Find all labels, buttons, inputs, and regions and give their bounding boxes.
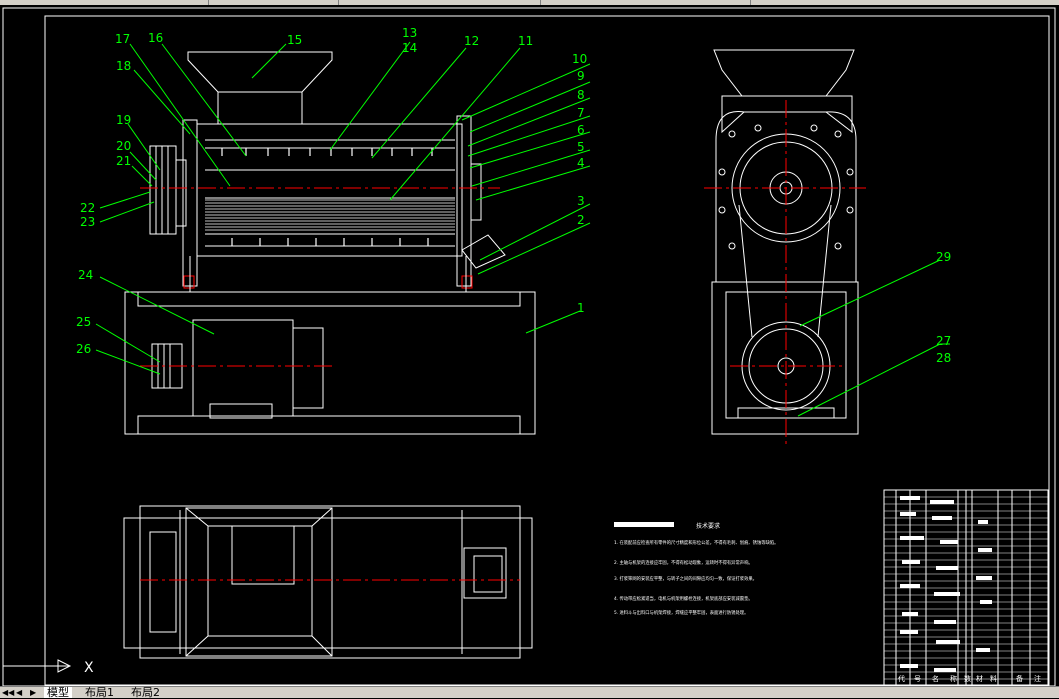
bom-cell-text	[976, 648, 990, 652]
tech-title: 技术要求	[696, 522, 720, 530]
callout-19: 19	[116, 113, 131, 127]
callout-17: 17	[115, 32, 130, 46]
strip-divider	[540, 0, 541, 5]
bom-cell-text	[900, 512, 916, 516]
bom-header-qty: 数	[964, 674, 971, 683]
callout-14: 14	[402, 41, 417, 55]
bom-header-remark-b: 注	[1034, 674, 1041, 683]
tab-layout2[interactable]: 布局2	[131, 686, 160, 699]
callout-20: 20	[116, 139, 131, 153]
callout-16: 16	[148, 31, 163, 45]
tech-line-5: 5. 进料斗与出料口与机架焊接，焊缝应平整牢固，表面进行防锈处理。	[614, 609, 748, 616]
bom-cell-text	[936, 566, 958, 570]
tech-line-4: 4. 传动带应松紧适当，电机与机架用螺栓连接，机架底部应安装减震垫。	[614, 595, 753, 602]
side-view	[711, 49, 859, 435]
technical-requirements: 技术要求 1. 在装配前应检查所有零件的尺寸精度和形位公差，不得有毛刺、划痕、锈…	[614, 522, 778, 616]
callout-10: 10	[572, 52, 587, 66]
callout-5: 5	[577, 140, 585, 154]
bom-cell-text	[940, 540, 958, 544]
front-view	[149, 51, 506, 292]
prev-tab-arrow[interactable]: ◀	[16, 688, 23, 697]
callout-21: 21	[116, 154, 131, 168]
ucs-icon: X	[3, 659, 94, 676]
outer-border	[2, 7, 1056, 686]
callout-2: 2	[577, 213, 585, 227]
callout-28: 28	[936, 351, 951, 365]
bom-cell-text	[902, 560, 920, 564]
bom-header-name-a: 名	[932, 674, 939, 683]
bom-cell-text	[900, 496, 920, 500]
tech-heading-bar	[614, 522, 674, 527]
bom-cell-text	[934, 620, 956, 624]
bom-cell-text	[900, 536, 924, 540]
bom-table	[883, 489, 1049, 686]
drawing-canvas[interactable]: 1 2 3 4 5 6 7 8 9 10 11 12 13 14 15 16 1…	[0, 5, 1059, 686]
bom-cell-text	[930, 500, 954, 504]
callout-24: 24	[78, 268, 93, 282]
strip-divider	[750, 0, 751, 5]
callout-3: 3	[577, 194, 585, 208]
tech-line-2: 2. 主轴与机架的连接应牢固，不得有松动现象，运转时不得有异常声响。	[614, 559, 753, 566]
bom-header-code-b: 号	[914, 675, 921, 683]
bom-cell-text	[976, 576, 992, 580]
strip-divider	[338, 0, 339, 5]
tech-line-1: 1. 在装配前应检查所有零件的尺寸精度和形位公差，不得有毛刺、划痕、锈蚀等缺陷。	[614, 539, 778, 546]
motor-fan-cover	[292, 327, 324, 409]
callout-4: 4	[577, 156, 585, 170]
tab-model[interactable]: 模型	[44, 687, 72, 698]
svg-text:X: X	[84, 660, 94, 676]
callout-12: 12	[464, 34, 479, 48]
callout-labels: 1 2 3 4 5 6 7 8 9 10 11 12 13 14 15 16 1…	[76, 26, 951, 365]
bom-cell-text	[900, 664, 918, 668]
bom-cell-text	[900, 630, 918, 634]
bom-header-material-a: 材	[976, 674, 983, 683]
callout-26: 26	[76, 342, 91, 356]
callout-13: 13	[402, 26, 417, 40]
tab-layout1[interactable]: 布局1	[85, 686, 114, 699]
next-tab-arrow[interactable]: ▶	[30, 688, 37, 697]
strip-divider	[208, 0, 209, 5]
callout-25: 25	[76, 315, 91, 329]
bom-cell-text	[936, 640, 960, 644]
callout-8: 8	[577, 88, 585, 102]
drawing-frame	[44, 15, 1050, 686]
discharge-chute	[461, 234, 506, 269]
bom-cell-text	[980, 600, 992, 604]
callout-22: 22	[80, 201, 95, 215]
callout-11: 11	[518, 34, 533, 48]
bom-cell-text	[932, 516, 952, 520]
callout-27: 27	[936, 334, 951, 348]
callout-23: 23	[80, 215, 95, 229]
bom-cell-text	[934, 592, 960, 596]
right-end-plate	[456, 115, 472, 287]
tech-line-3: 3. 打浆筛网的安装应平整，与转子之间的间隙应均匀一致，保证打浆效果。	[614, 575, 757, 582]
bom-cell-text	[978, 548, 992, 552]
callout-18: 18	[116, 59, 131, 73]
hopper-outline	[187, 51, 333, 93]
motor-body	[192, 319, 294, 417]
first-tab-arrow[interactable]: ◀◀	[2, 688, 15, 697]
bom-cell-text	[934, 668, 956, 672]
callout-15: 15	[287, 33, 302, 47]
bom-header: 代 号 名 称 数 材 料 备 注	[898, 674, 1041, 683]
left-pulley	[149, 145, 177, 235]
leader-lines	[95, 41, 950, 417]
top-view	[123, 505, 533, 659]
bom-header-remark-a: 备	[1016, 674, 1023, 683]
bom-header-code-a: 代	[898, 674, 905, 683]
base-frame	[124, 291, 536, 435]
bom-header-material-b: 料	[990, 674, 997, 683]
layout-tab-bar: ◀◀ ◀ ▶ 模型 布局1 布局2	[0, 686, 1059, 698]
bom-cell-text	[900, 584, 920, 588]
hopper-neck	[217, 91, 303, 125]
callout-7: 7	[577, 106, 585, 120]
callout-1: 1	[577, 301, 585, 315]
bom-cell-text	[902, 612, 918, 616]
callout-29: 29	[936, 250, 951, 264]
callout-9: 9	[577, 69, 585, 83]
window-top-strip	[0, 0, 1059, 5]
bom-cell-text	[978, 520, 988, 524]
bom-header-name-b: 称	[950, 674, 957, 683]
callout-6: 6	[577, 123, 585, 137]
